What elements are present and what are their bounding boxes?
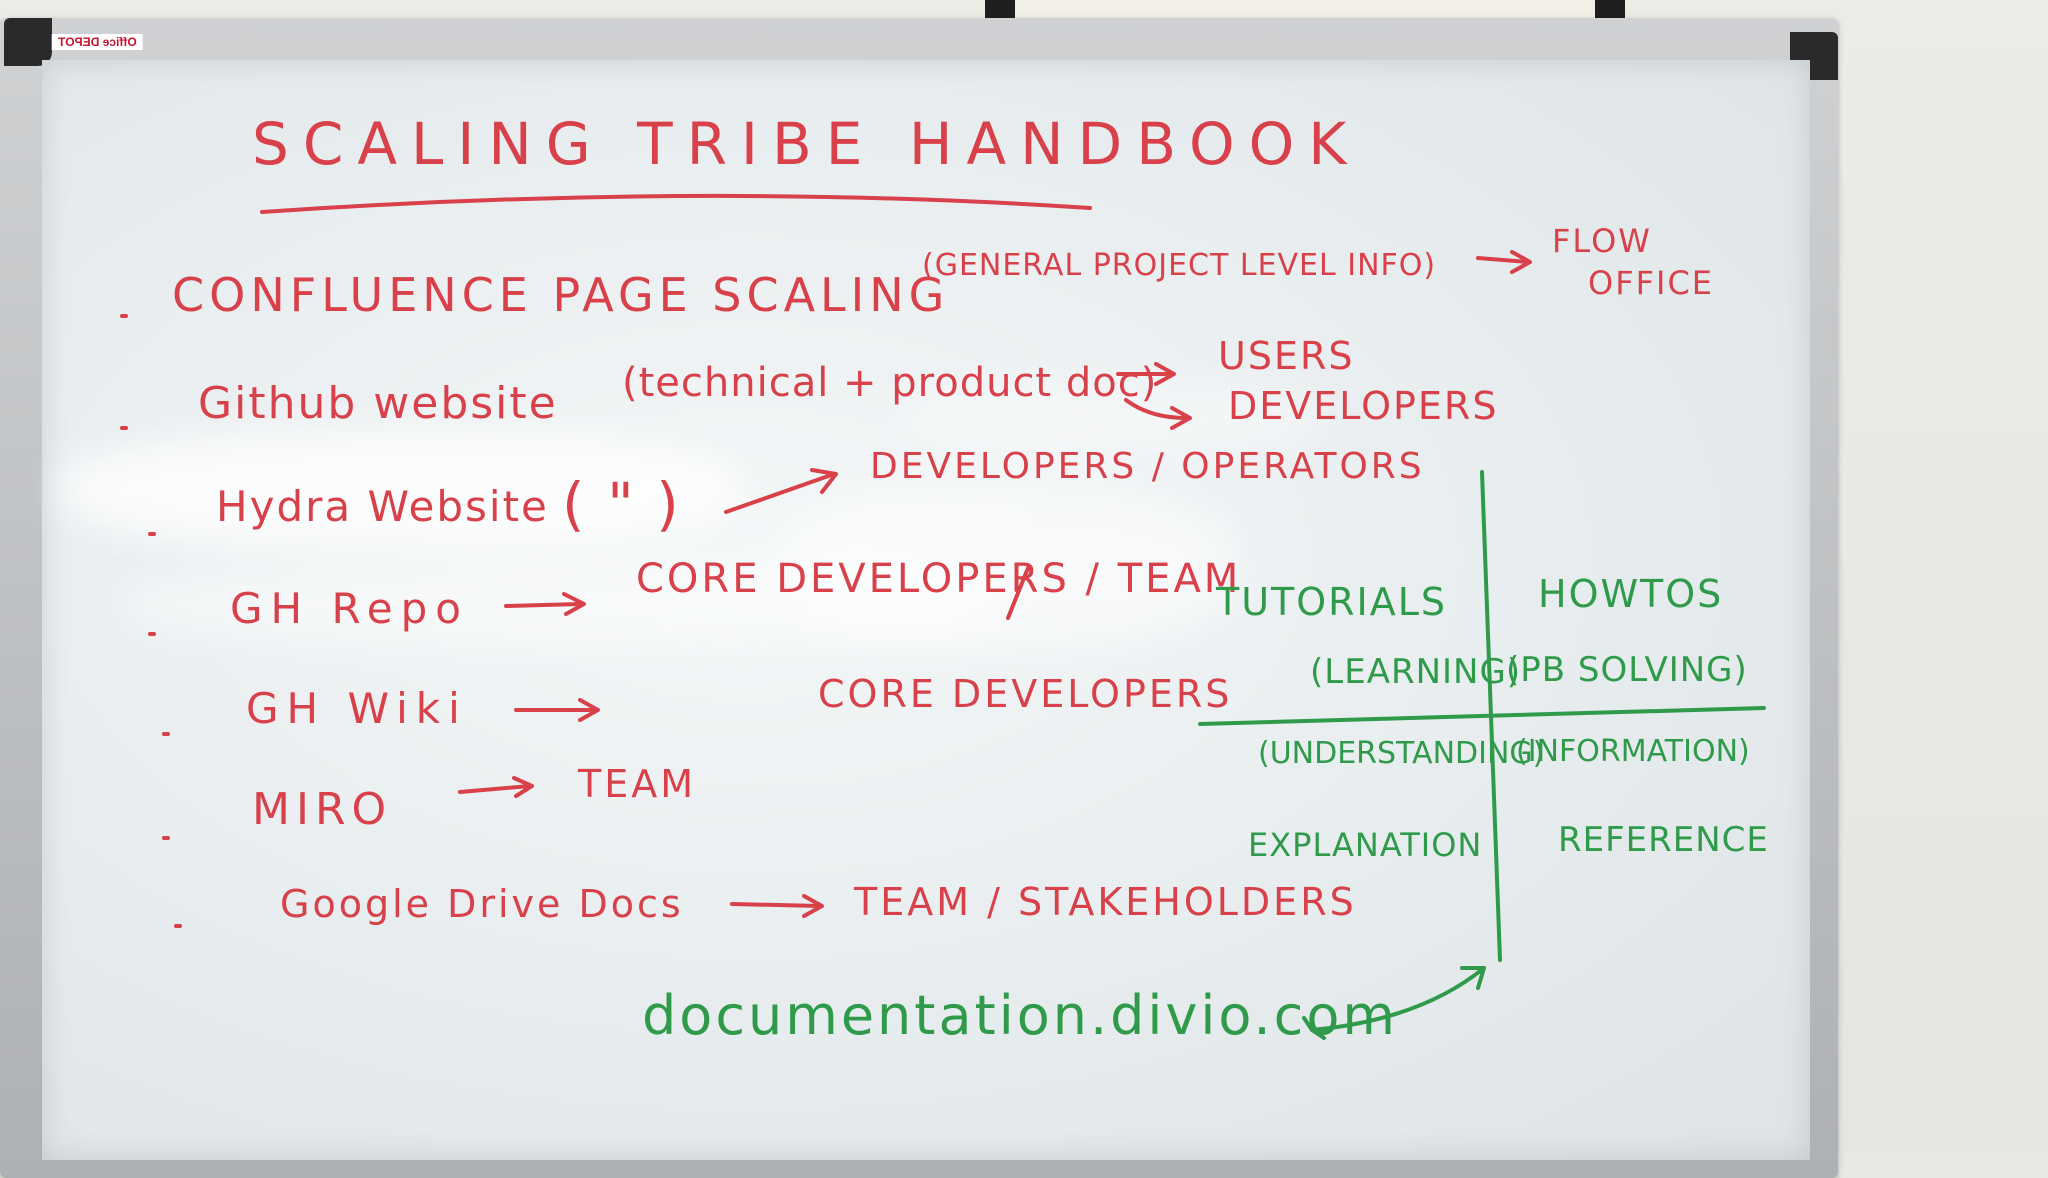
link-double-arrow — [1302, 966, 1486, 1040]
arrow-github-users — [1116, 362, 1176, 386]
item-note: (technical + product doc) — [622, 360, 1158, 406]
arrow-hydra — [724, 468, 838, 514]
item-note: (GENERAL PROJECT LEVEL INFO) — [922, 248, 1437, 283]
quadrant-explanation: EXPLANATION — [1248, 826, 1483, 864]
arrow-confluence — [1476, 250, 1532, 274]
board-corner-top-left — [4, 18, 52, 66]
quadrant-howtos: HOWTOS — [1538, 572, 1724, 616]
item-target: DEVELOPERS / OPERATORS — [870, 446, 1425, 487]
quadrant-reference-sub: (INFORMATION) — [1516, 734, 1750, 769]
board-title: SCALING TRIBE HANDBOOK — [252, 110, 1361, 178]
arrow-repo — [504, 592, 586, 616]
item-text: MIRO — [252, 784, 393, 835]
footer-link-text: documentation.divio.com — [642, 984, 1398, 1047]
item-target: CORE DEVELOPERS — [818, 672, 1233, 716]
arrow-wiki — [514, 698, 600, 722]
quadrant-tutorials: TUTORIALS — [1216, 580, 1448, 624]
item-text: Github website — [198, 378, 558, 429]
title-underline — [260, 193, 1092, 214]
item-target: USERS — [1218, 334, 1355, 378]
glare — [900, 380, 1320, 460]
item-target-2: DEVELOPERS — [1228, 384, 1499, 428]
quadrant-vertical-line — [1480, 470, 1502, 962]
ink-strokes — [260, 193, 1766, 1040]
quadrant-howtos-sub: (PB SOLVING) — [1506, 650, 1748, 690]
team-slash — [1006, 566, 1030, 620]
arrow-drive — [730, 894, 824, 918]
arrow-github-devs — [1124, 398, 1192, 430]
bullet — [120, 314, 128, 318]
item-text: Hydra Website — [216, 482, 549, 531]
bullet — [162, 836, 170, 840]
item-target: FLOW — [1552, 222, 1652, 260]
arrow-miro — [458, 776, 534, 798]
quadrant-explanation-sub: (UNDERSTANDING) — [1258, 736, 1545, 771]
item-target: TEAM — [578, 762, 697, 806]
bullet — [174, 924, 182, 928]
item-text: GH Wiki — [246, 684, 468, 733]
quadrant-tutorials-sub: (LEARNING) — [1310, 652, 1522, 692]
item-text: CONFLUENCE PAGE SCALING — [172, 268, 950, 322]
item-text: Google Drive Docs — [280, 882, 684, 926]
item-target: CORE DEVELOPERS / TEAM — [636, 556, 1242, 602]
item-note: ( " ) — [562, 470, 681, 538]
item-text: GH Repo — [230, 584, 469, 633]
item-target: TEAM / STAKEHOLDERS — [854, 880, 1357, 924]
bullet — [120, 426, 128, 430]
quadrant-reference: REFERENCE — [1558, 820, 1769, 860]
bullet — [148, 632, 156, 636]
item-target-2: OFFICE — [1588, 264, 1714, 302]
glare — [60, 430, 740, 550]
bullet — [162, 732, 170, 736]
bullet — [148, 532, 156, 536]
glare — [780, 480, 1240, 650]
quadrant-horizontal-line — [1198, 706, 1766, 726]
